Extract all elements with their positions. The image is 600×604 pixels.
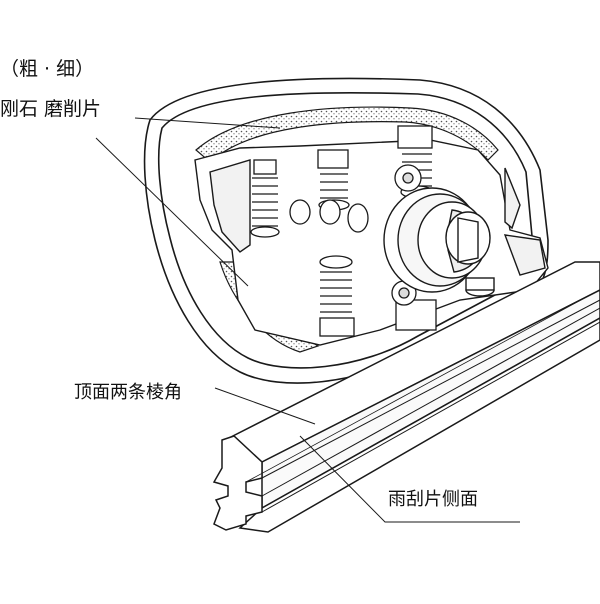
leader-pad-1 xyxy=(134,117,281,129)
label-top-edges: 顶面两条棱角 xyxy=(74,382,182,403)
leader-top-edges xyxy=(214,387,316,425)
leader-lines xyxy=(95,117,520,523)
spring-left xyxy=(250,159,280,238)
label-diamond-pad: 刚石 磨削片 xyxy=(0,98,101,120)
spring-mid-bottom xyxy=(319,255,355,337)
wiper-blade xyxy=(212,261,600,533)
leader-pad-2 xyxy=(95,137,249,287)
label-grit: （粗 · 细） xyxy=(0,58,94,80)
leader-blade-side xyxy=(299,435,520,523)
adjustment-knob xyxy=(383,187,495,297)
inner-frame xyxy=(194,139,549,346)
abrasive-pad-band xyxy=(195,106,499,163)
label-blade-side: 雨刮片侧面 xyxy=(388,489,478,510)
